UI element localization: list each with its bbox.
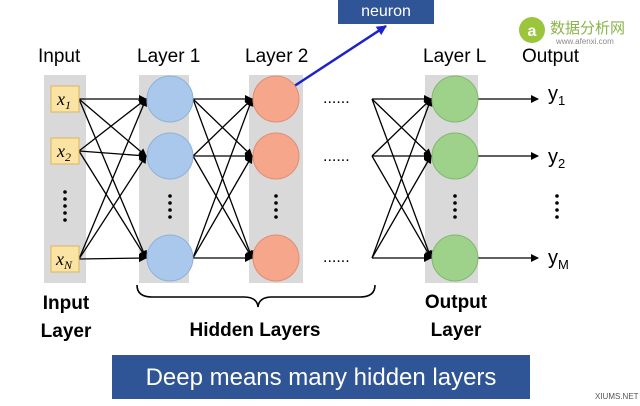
output-vertical-dots — [453, 194, 457, 219]
input-vertical-dots — [63, 190, 67, 222]
layer2-neuron-n — [252, 234, 300, 282]
connection-input-1-layer1-0 — [78, 98, 147, 152]
output-neuron-1 — [431, 75, 479, 123]
header-layer2: Layer 2 — [245, 46, 308, 67]
bottom-banner — [112, 355, 530, 399]
connection-input-2-layer1-2 — [78, 254, 147, 263]
layer1-neuron-n — [146, 234, 194, 282]
connection-input-0-layer1-1 — [78, 98, 147, 157]
svg-text:a: a — [528, 23, 537, 40]
layer2-vertical-dots — [274, 194, 278, 219]
layer2-neuron-2 — [252, 132, 300, 180]
connection-lines — [78, 95, 539, 263]
neuron-callout-box — [338, 0, 434, 24]
layer2-neuron-1 — [252, 75, 300, 123]
input-node-x1: x1 — [50, 85, 80, 113]
connection-input-2-layer1-1 — [78, 155, 147, 260]
output-y1: y1 — [548, 83, 565, 108]
connection-layer1-2-layer2-0 — [192, 98, 254, 259]
input-layer-label-line1: Input — [43, 293, 90, 314]
connection-layer1-1-layer2-0 — [192, 98, 253, 157]
logo-icon — [519, 17, 545, 43]
connection-prev-2-layerL-0 — [371, 98, 433, 259]
ellipsis-row-1: ...... — [323, 90, 350, 107]
ellipsis-row-n: ...... — [323, 249, 350, 266]
output-layer-label-line1: Output — [425, 292, 488, 313]
header-layer-l: Layer L — [423, 46, 486, 67]
connection-input-1-layer1-2 — [78, 150, 147, 259]
bottom-banner-text: Deep means many hidden layers — [146, 364, 497, 391]
output-neuron-2 — [431, 132, 479, 180]
yout-vertical-dots — [555, 194, 559, 219]
corner-watermark: XIUMS.NET — [595, 392, 639, 401]
hidden-layers-brace — [136, 284, 376, 308]
layer1-neuron-2 — [146, 132, 194, 180]
hidden-layers-label: Hidden Layers — [190, 320, 321, 341]
svg-text:x1: x1 — [56, 89, 71, 112]
svg-text:xN: xN — [55, 249, 73, 272]
ellipsis-row-2: ...... — [323, 148, 350, 165]
layer1-vertical-dots — [168, 194, 172, 219]
input-layer-label-line2: Layer — [41, 321, 92, 342]
input-node-xn: xN — [50, 245, 80, 273]
output-y2: y2 — [548, 146, 565, 171]
svg-text:x2: x2 — [56, 141, 71, 164]
input-node-x2: x2 — [50, 137, 80, 165]
connection-input-1-layer1-1 — [78, 150, 147, 160]
output-neuron-m — [431, 234, 479, 282]
connection-prev-1-layerL-0 — [371, 98, 432, 157]
neuron-callout-label: neuron — [361, 3, 411, 20]
header-layer1: Layer 1 — [137, 46, 200, 67]
header-input: Input — [38, 46, 81, 67]
site-logo: a 数据分析网 www.afenxi.com — [519, 17, 625, 46]
layer1-neuron-1 — [146, 75, 194, 123]
logo-url: www.afenxi.com — [555, 37, 614, 46]
logo-text: 数据分析网 — [550, 19, 625, 37]
output-layer-label-line2: Layer — [431, 320, 482, 341]
header-output: Output — [522, 46, 580, 67]
output-ym: yM — [548, 247, 569, 272]
connection-layer1-2-layer2-1 — [192, 155, 253, 259]
connection-prev-2-layerL-1 — [371, 155, 432, 259]
connection-input-2-layer1-0 — [78, 98, 147, 260]
